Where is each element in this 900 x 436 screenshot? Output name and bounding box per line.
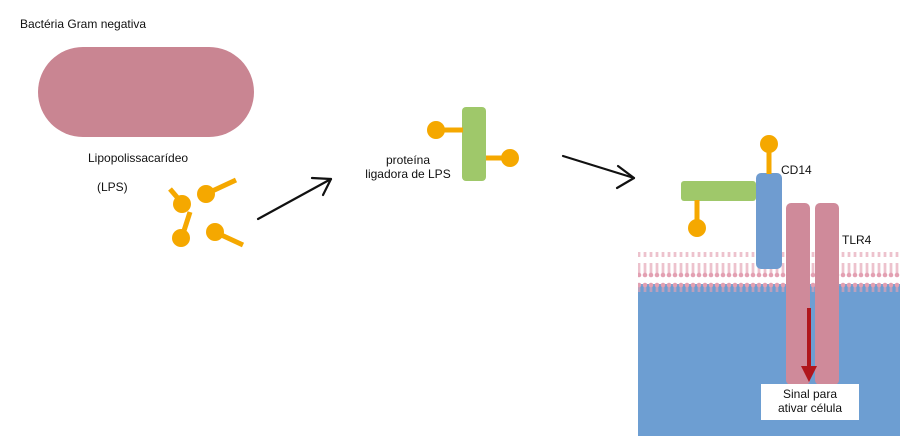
lps-abbr-label: (LPS) xyxy=(97,180,128,194)
tlr4-receptor xyxy=(786,203,839,385)
lps-molecule xyxy=(206,223,245,248)
lps-binding-protein xyxy=(427,107,519,181)
lbp-cd14-complex xyxy=(681,181,756,237)
flow-arrow-2 xyxy=(561,154,636,190)
lbp-label-line2: ligadora de LPS xyxy=(365,167,451,181)
signal-label-line2: ativar célula xyxy=(777,401,843,415)
signal-label-line1: Sinal para xyxy=(782,387,838,401)
signal-label: Sinal para ativar célula xyxy=(761,387,859,415)
lps-molecule xyxy=(172,211,193,247)
tlr4-label: TLR4 xyxy=(842,233,872,247)
bacteria-label: Bactéria Gram negativa xyxy=(20,17,147,31)
lbp-label-line1: proteína xyxy=(385,153,431,167)
signal-label-box xyxy=(761,384,859,420)
flow-arrow-1 xyxy=(256,176,333,221)
bacterium-shape xyxy=(38,47,254,137)
lbp-label: proteína ligadora de LPS xyxy=(355,153,461,181)
lps-name-label: Lipopolissacarídeo xyxy=(88,151,189,165)
cd14-label: CD14 xyxy=(781,163,812,177)
cd14-receptor xyxy=(756,173,782,269)
signal-arrow xyxy=(801,308,817,382)
lps-molecule xyxy=(197,177,238,203)
lps-molecule xyxy=(168,187,191,213)
